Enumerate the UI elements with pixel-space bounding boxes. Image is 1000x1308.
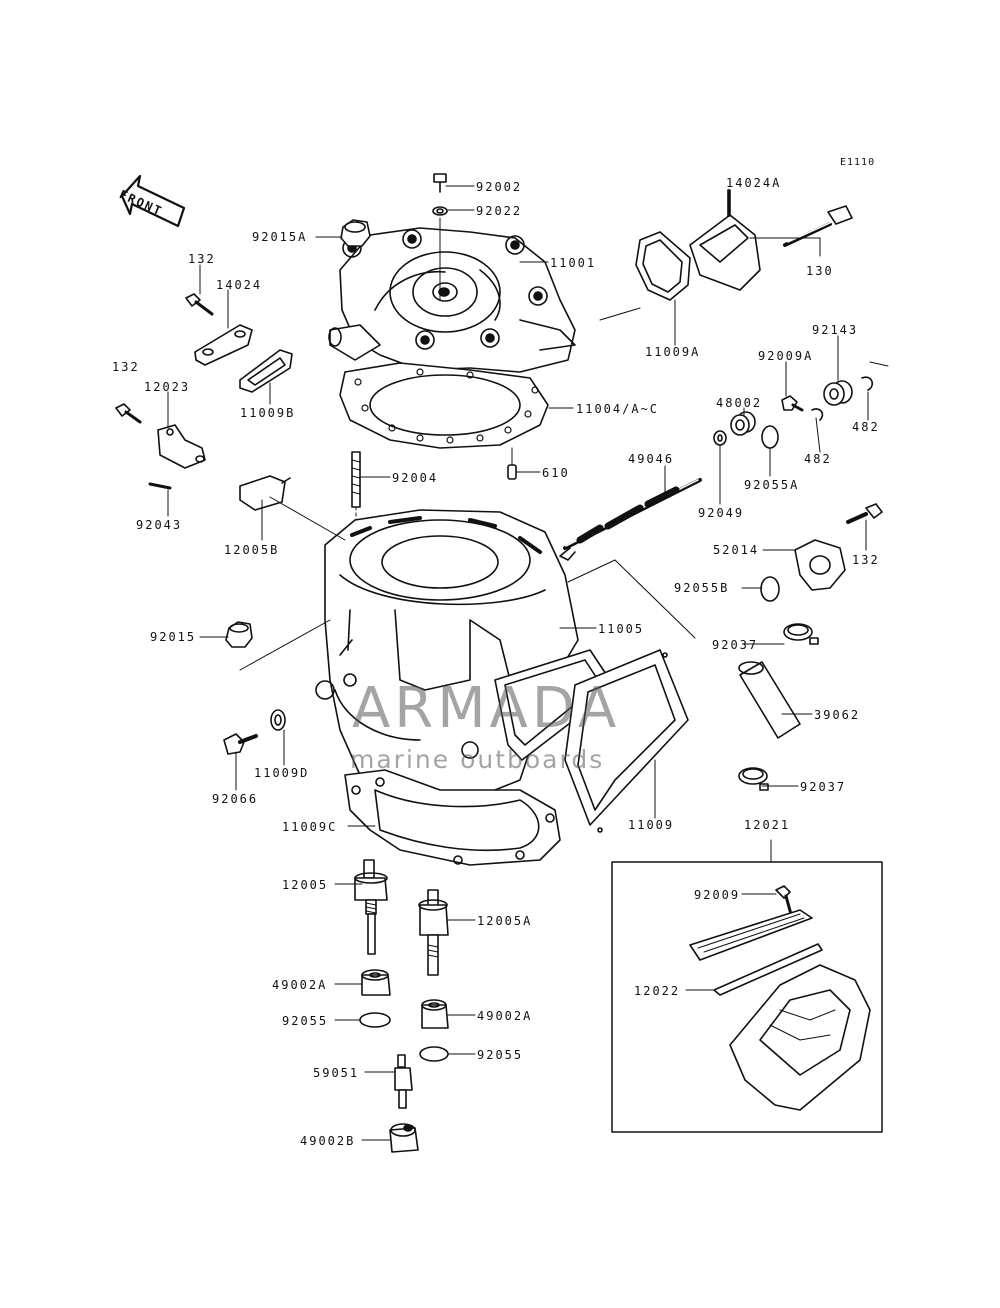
cover-14024-drawing bbox=[194, 324, 253, 366]
part-48002: 48002 bbox=[716, 396, 763, 410]
gasket-11009b-drawing bbox=[239, 349, 293, 393]
part-59051: 59051 bbox=[313, 1066, 360, 1080]
part-11009b: 11009B bbox=[240, 406, 296, 420]
bolt-132-right-drawing bbox=[846, 503, 883, 524]
hose-39062-drawing bbox=[738, 661, 801, 739]
part-92004: 92004 bbox=[392, 471, 439, 485]
part-92055b: 92055B bbox=[674, 581, 730, 595]
part-92037-top: 92037 bbox=[712, 638, 759, 652]
part-14024a: 14024A bbox=[726, 176, 782, 190]
gear-59051-drawing bbox=[394, 1054, 413, 1109]
part-12022: 12022 bbox=[634, 984, 681, 998]
part-130: 130 bbox=[806, 264, 834, 278]
part-11004: 11004/A~C bbox=[576, 402, 660, 416]
bolt-132-top-drawing bbox=[185, 293, 214, 316]
diagram-code: E1110 bbox=[840, 157, 876, 168]
pin-610-drawing bbox=[507, 447, 517, 480]
bracket-12023-drawing bbox=[157, 424, 206, 469]
part-49002b: 49002B bbox=[300, 1134, 356, 1148]
part-482-right: 482 bbox=[852, 420, 880, 434]
part-482-left: 482 bbox=[804, 452, 832, 466]
bolt-92002-drawing bbox=[432, 173, 448, 301]
part-11009d: 11009D bbox=[254, 766, 310, 780]
watermark-tagline: marine outboards bbox=[350, 745, 605, 774]
part-92015: 92015 bbox=[150, 630, 197, 644]
part-12005: 12005 bbox=[282, 878, 329, 892]
part-49046: 49046 bbox=[628, 452, 675, 466]
reed-valve-box bbox=[611, 839, 883, 1133]
part-132-right: 132 bbox=[852, 553, 880, 567]
shaft-49046-drawing bbox=[559, 478, 702, 561]
part-92055-left: 92055 bbox=[282, 1014, 329, 1028]
part-92015a: 92015A bbox=[252, 230, 308, 244]
part-92022: 92022 bbox=[476, 204, 523, 218]
part-12005a: 12005A bbox=[477, 914, 533, 928]
o-ring-92055-right-drawing bbox=[419, 1046, 449, 1062]
part-11005: 11005 bbox=[598, 622, 645, 636]
o-ring-92055a-drawing bbox=[761, 425, 779, 449]
clamp-92037-top-drawing bbox=[783, 623, 819, 645]
shaft-12005a-drawing bbox=[418, 889, 449, 976]
part-92066: 92066 bbox=[212, 792, 259, 806]
part-49002a-right: 49002A bbox=[477, 1009, 533, 1023]
part-92009a: 92009A bbox=[758, 349, 814, 363]
housing-52014-drawing bbox=[794, 539, 846, 591]
part-92055a: 92055A bbox=[744, 478, 800, 492]
bolt-92009a-drawing bbox=[781, 395, 804, 412]
clamp-92037-bottom-drawing bbox=[738, 767, 769, 791]
watermark-brand: ARMADA bbox=[352, 676, 621, 741]
bushing-48002-drawing bbox=[730, 411, 756, 436]
part-49002a-left: 49002A bbox=[272, 978, 328, 992]
shaft-12005-drawing bbox=[354, 859, 388, 955]
part-132-left: 132 bbox=[112, 360, 140, 374]
washer-11009d-drawing bbox=[270, 709, 286, 731]
part-11009: 11009 bbox=[628, 818, 675, 832]
cover-14024a-drawing bbox=[689, 189, 761, 291]
pin-92043-drawing bbox=[148, 482, 172, 490]
part-39062: 39062 bbox=[814, 708, 861, 722]
leader-lines bbox=[167, 185, 869, 1141]
part-14024: 14024 bbox=[216, 278, 263, 292]
o-ring-92055-left-drawing bbox=[359, 1012, 391, 1028]
part-11009a: 11009A bbox=[645, 345, 701, 359]
part-92002: 92002 bbox=[476, 180, 523, 194]
part-610: 610 bbox=[542, 466, 570, 480]
head-gasket-drawing bbox=[339, 362, 549, 449]
bolt-132-left-drawing bbox=[115, 403, 142, 424]
clip-482-left-drawing bbox=[811, 408, 824, 421]
seal-92049-drawing bbox=[713, 430, 727, 446]
cylinder-head-drawing bbox=[328, 227, 576, 373]
cap-49002b-drawing bbox=[389, 1123, 419, 1153]
part-92055-right: 92055 bbox=[477, 1048, 524, 1062]
part-92143: 92143 bbox=[812, 323, 859, 337]
front-arrow-icon bbox=[120, 174, 186, 228]
part-52014: 52014 bbox=[713, 543, 760, 557]
part-11009c: 11009C bbox=[282, 820, 338, 834]
gasket-11009c-drawing bbox=[344, 769, 561, 866]
part-11001: 11001 bbox=[550, 256, 597, 270]
o-ring-92055b-drawing bbox=[760, 576, 780, 602]
nut-92015a-drawing bbox=[340, 219, 371, 247]
bushing-49002a-right-drawing bbox=[421, 999, 449, 1029]
gasket-11009a-drawing bbox=[599, 231, 691, 321]
part-132-top: 132 bbox=[188, 252, 216, 266]
part-92043: 92043 bbox=[136, 518, 183, 532]
gasket-11009-drawing bbox=[494, 649, 689, 833]
sensor-12005b-drawing bbox=[239, 475, 291, 511]
part-92037-bottom: 92037 bbox=[800, 780, 847, 794]
part-12005b: 12005B bbox=[224, 543, 280, 557]
nut-92015-drawing bbox=[225, 619, 331, 671]
bolt-92066-drawing bbox=[223, 733, 258, 755]
part-12021: 12021 bbox=[744, 818, 791, 832]
clip-482-right-drawing bbox=[861, 361, 889, 391]
bolt-130-drawing bbox=[783, 205, 853, 247]
part-92009: 92009 bbox=[694, 888, 741, 902]
bushing-49002a-left-drawing bbox=[361, 969, 391, 996]
part-92049: 92049 bbox=[698, 506, 745, 520]
cap-92143-drawing bbox=[823, 380, 853, 406]
part-12023: 12023 bbox=[144, 380, 191, 394]
